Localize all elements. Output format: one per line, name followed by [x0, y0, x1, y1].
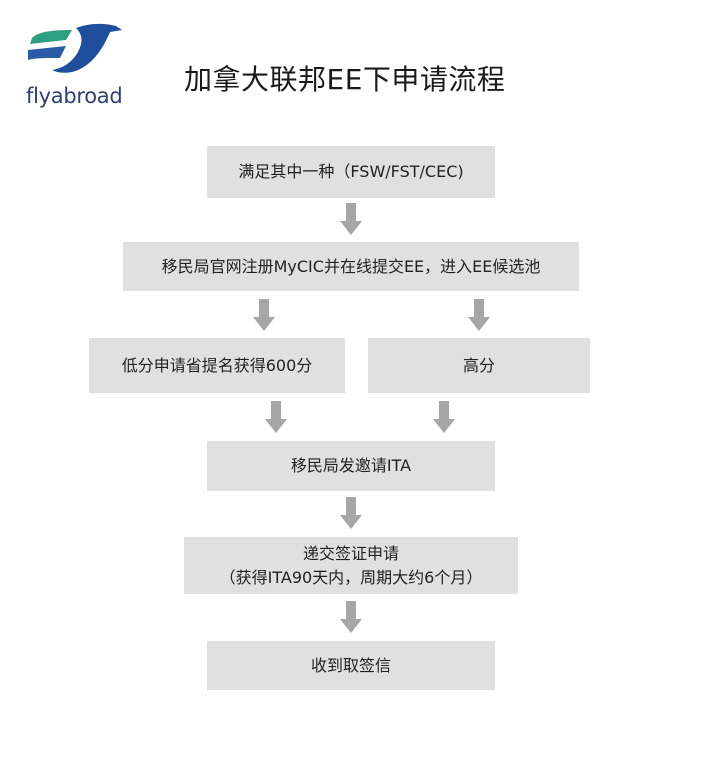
flow-arrow-down-icon [340, 497, 362, 529]
flow-step-eligibility-label: 满足其中一种（FSW/FST/CEC) [238, 162, 464, 181]
flow-arrow-down-icon [253, 299, 275, 331]
flow-arrow-down-icon [265, 401, 287, 433]
flow-arrow-down-icon [340, 601, 362, 633]
flow-step-ita-label: 移民局发邀请ITA [290, 456, 412, 475]
flow-arrow-down-icon [433, 401, 455, 433]
flow-step-visa-application-title: 递交签证申请 [302, 543, 399, 563]
flow-step-visa-letter: 收到取签信 [207, 641, 495, 690]
brand-logo: flyabroad [24, 20, 134, 112]
flow-arrow-down-icon [468, 299, 490, 331]
flow-branch-high-score-label: 高分 [462, 355, 495, 375]
flow-step-eligibility: 满足其中一种（FSW/FST/CEC) [207, 146, 495, 198]
flow-branch-high-score: 高分 [368, 338, 590, 393]
flow-step-register-mycic-label: 移民局官网注册MyCIC并在线提交EE，进入EE候选池 [161, 256, 541, 276]
flow-step-visa-letter-label: 收到取签信 [310, 655, 391, 675]
flow-branch-low-score-label: 低分申请省提名获得600分 [121, 355, 313, 375]
page-title: 加拿大联邦EE下申请流程 [184, 63, 506, 96]
flow-step-register-mycic: 移民局官网注册MyCIC并在线提交EE，进入EE候选池 [123, 242, 579, 291]
flow-arrow-down-icon [340, 203, 362, 235]
flow-step-ita: 移民局发邀请ITA [207, 441, 495, 491]
flow-step-visa-application: 递交签证申请 （获得ITA90天内，周期大约6个月） [184, 537, 518, 594]
flow-step-visa-application-note: （获得ITA90天内，周期大约6个月） [219, 567, 483, 587]
bird-wing-logo-icon [28, 23, 122, 73]
flow-branch-low-score: 低分申请省提名获得600分 [89, 338, 345, 393]
brand-name: flyabroad [26, 84, 123, 108]
